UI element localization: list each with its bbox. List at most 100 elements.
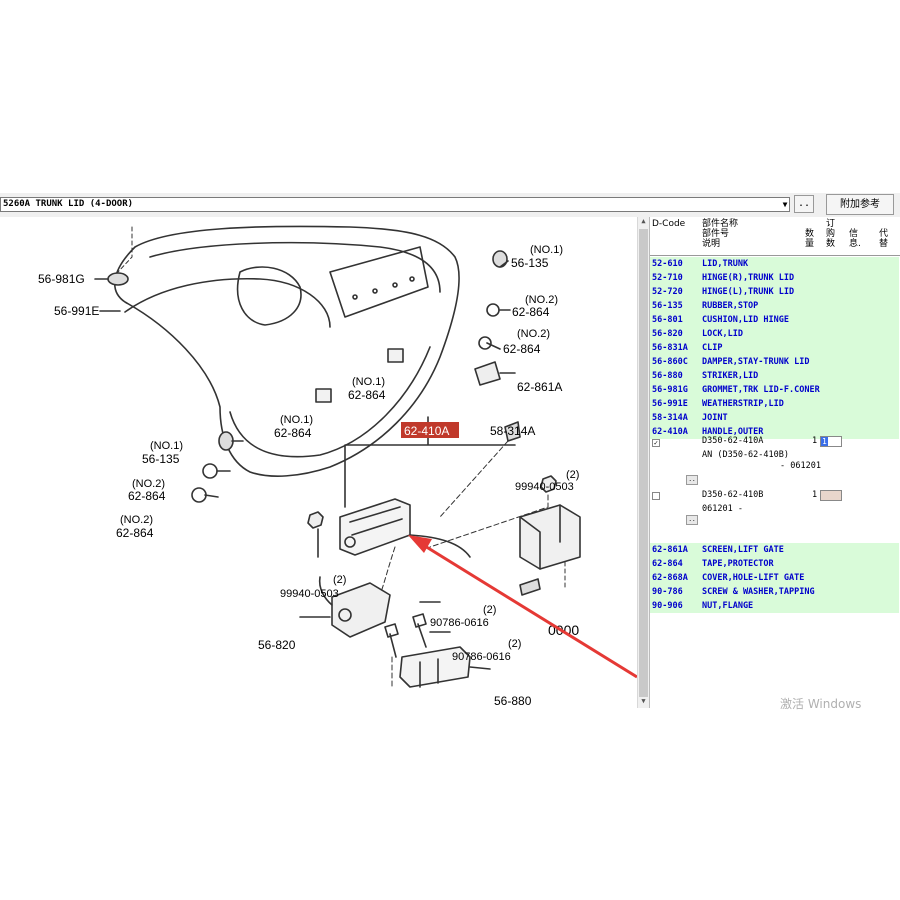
header-part-name[interactable]: 部件名称 部件号 说明 [702,219,739,249]
part-name: NUT,FLANGE [702,601,754,611]
header-substitute[interactable]: 代 替 [879,229,889,249]
callout-62-864-b[interactable]: 62-864 [503,342,541,356]
callout-n2-b: (2) [333,574,346,586]
qty-410b: 1 [812,490,818,500]
part-number-410a: D350-62-410A [702,436,764,446]
callout-62-861A[interactable]: 62-861A [517,380,562,394]
part-name: LOCK,LID [702,329,743,339]
scrollbar-thumb[interactable] [639,229,648,697]
parts-list-panel: D-Code 部件名称 部件号 说明 数 量 订 购 数 信 息. 代 替 52… [649,217,900,708]
table-row[interactable]: 56-880 STRIKER,LID [650,369,899,383]
table-row[interactable]: 52-610 LID,TRUNK [650,257,899,271]
part-name: LID,TRUNK [702,259,749,269]
part-name: RUBBER,STOP [702,301,759,311]
part-name: JOINT [702,413,728,423]
callout-no1-c: (NO.1) [280,414,313,426]
callout-90786-0616-a[interactable]: 90786-0616 [430,617,489,629]
table-row[interactable]: 56-991E WEATHERSTRIP,LID [650,397,899,411]
part-name: WEATHERSTRIP,LID [702,399,784,409]
dropdown-arrow-icon[interactable]: ▼ [782,200,788,209]
parts-catalog-window: 5260A TRUNK LID (4-DOOR) ▼ .. 附加参考 [0,193,900,708]
part-code: 90-786 [652,587,683,597]
callout-56-820[interactable]: 56-820 [258,638,296,652]
exploded-parts-diagram[interactable]: 56-981G 56-991E (NO.1) 56-135 (NO.2) 62-… [0,217,637,708]
callout-62-864-f[interactable]: 62-864 [116,526,154,540]
callout-90786-0616-b[interactable]: 90786-0616 [452,651,511,663]
table-row[interactable]: 56-860C DAMPER,STAY-TRUNK LID [650,355,899,369]
part-name: HINGE(R),TRUNK LID [702,273,795,283]
weatherstrip [124,277,331,328]
table-row[interactable]: 90-786 SCREW & WASHER,TAPPING [650,585,899,599]
header-dcode[interactable]: D-Code [652,219,686,229]
detail-button-410a[interactable]: .. [686,475,698,485]
highlight-box [401,422,459,438]
part-name: CUSHION,LID HINGE [702,315,789,325]
callout-62-864-d[interactable]: 62-864 [274,426,312,440]
part-code: 56-135 [652,301,683,311]
callout-56-991E[interactable]: 56-991E [54,304,99,318]
order-qty-input-410b[interactable] [820,490,842,501]
callout-99940-0503-a[interactable]: 99940-0503 [515,481,574,493]
browse-button[interactable]: .. [794,195,814,213]
part-number-410b: D350-62-410B [702,490,764,500]
diagram-select[interactable]: 5260A TRUNK LID (4-DOOR) [0,197,790,212]
order-qty-input-410a[interactable]: 1 [820,436,842,447]
callout-no1-a: (NO.1) [530,244,563,256]
table-row[interactable]: 62-410A HANDLE,OUTER [650,425,899,439]
callout-n2-a: (2) [566,469,579,481]
part-code: 58-314A [652,413,688,423]
part-code: 62-410A [652,427,688,437]
part-name: DAMPER,STAY-TRUNK LID [702,357,810,367]
table-row[interactable]: 56-135 RUBBER,STOP [650,299,899,313]
callout-62-864-c[interactable]: 62-864 [348,388,386,402]
table-row[interactable]: 58-314A JOINT [650,411,899,425]
diagram-drawing: 56-981G 56-991E (NO.1) 56-135 (NO.2) 62-… [38,225,637,708]
callout-62-864-a[interactable]: 62-864 [512,305,550,319]
part-name: HINGE(L),TRUNK LID [702,287,795,297]
part-code: 56-991E [652,399,688,409]
header-qty[interactable]: 数 量 [805,229,815,249]
callout-56-135-a[interactable]: 56-135 [511,256,549,270]
detail-button-410b[interactable]: .. [686,515,698,525]
part-code: 56-860C [652,357,688,367]
select-checkbox-410a[interactable]: ✓ [652,439,660,447]
scroll-down-icon[interactable]: ▼ [641,697,646,705]
parts-table-header: D-Code 部件名称 部件号 说明 数 量 订 购 数 信 息. 代 替 [650,217,900,256]
callout-56-981G[interactable]: 56-981G [38,272,85,286]
part-code: 62-864 [652,559,683,569]
additional-reference-button[interactable]: 附加参考 [826,194,894,215]
callout-56-135-b[interactable]: 56-135 [142,452,180,466]
callout-n2-d: (2) [508,638,521,650]
part-code: 56-801 [652,315,683,325]
part-code: 52-710 [652,273,683,283]
callout-62-410A[interactable]: 62-410A [404,424,449,438]
table-row[interactable]: 56-801 CUSHION,LID HINGE [650,313,899,327]
callout-62-864-e[interactable]: 62-864 [128,489,166,503]
diagram-scrollbar[interactable]: ▲ ▼ [637,217,649,708]
part-code: 56-981G [652,385,688,395]
part-name: STRIKER,LID [702,371,759,381]
part-code: 56-831A [652,343,688,353]
header-info[interactable]: 信 息. [849,229,861,249]
part-name: HANDLE,OUTER [702,427,764,437]
table-row[interactable]: 52-710 HINGE(R),TRUNK LID [650,271,899,285]
callout-no2-d: (NO.2) [120,514,153,526]
license-recess [329,246,429,318]
part-code: 52-610 [652,259,683,269]
part-name: SCREW & WASHER,TAPPING [702,587,815,597]
callout-99940-0503-b[interactable]: 99940-0503 [280,588,339,600]
callout-56-880[interactable]: 56-880 [494,694,532,708]
part-code: 56-880 [652,371,683,381]
scroll-up-icon[interactable]: ▲ [641,217,646,225]
select-checkbox-410b[interactable] [652,492,660,500]
header-order-qty[interactable]: 订 购 数 [826,219,836,249]
callout-58-314A[interactable]: 58-314A [490,424,535,438]
